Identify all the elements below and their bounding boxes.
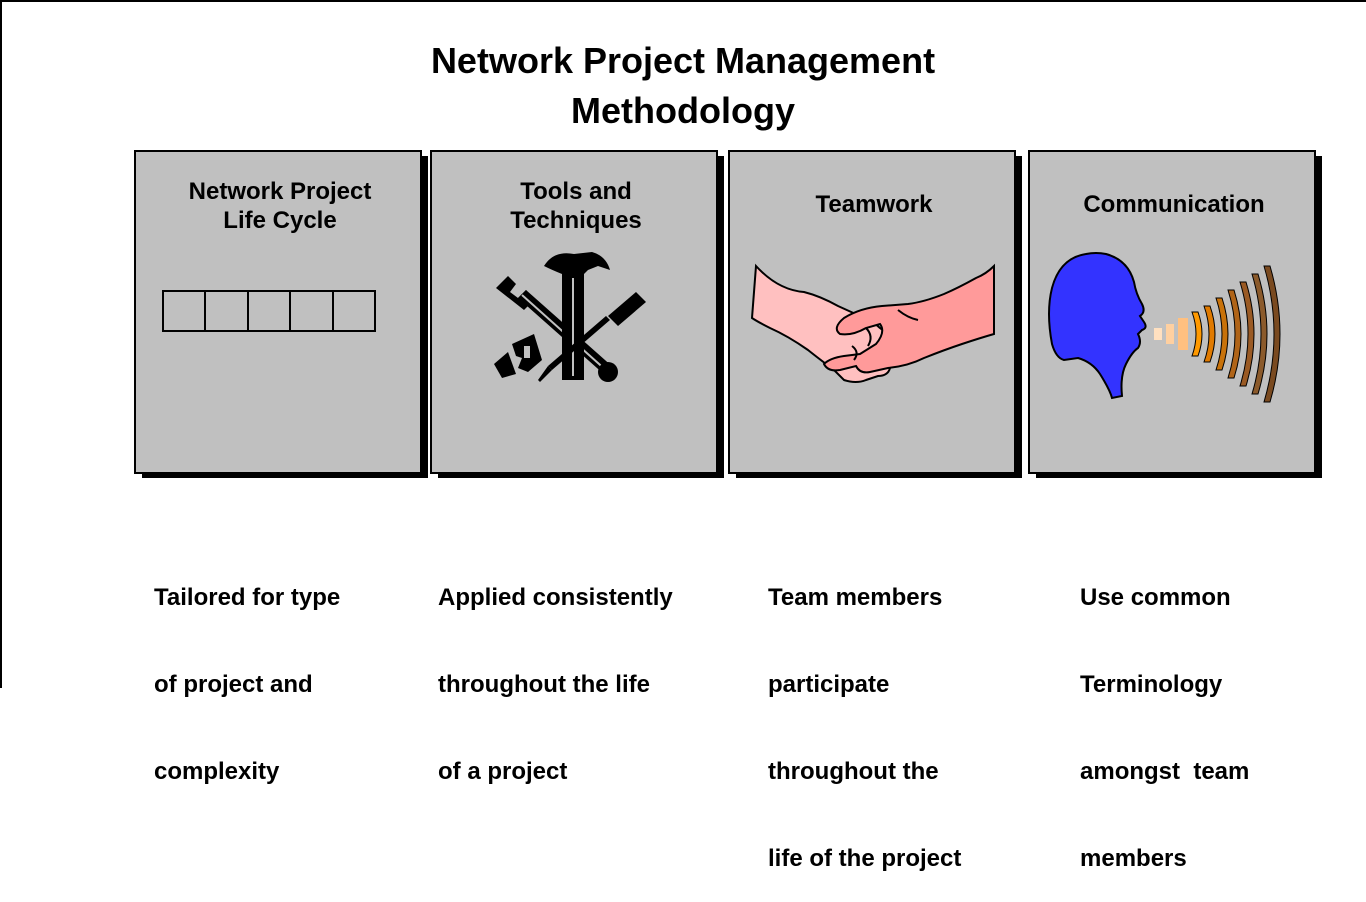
tools-icon	[494, 252, 646, 382]
caption-communication: Use common Terminology amongst team memb…	[1080, 525, 1249, 902]
slide-title: Network Project Management Methodology	[0, 36, 1366, 136]
screwdriver-icon	[538, 292, 646, 382]
card-title-line-1: Tools and	[520, 178, 632, 205]
title-line-1: Network Project Management	[430, 40, 936, 81]
title-line-2: Methodology	[571, 90, 795, 131]
phase-bar-outline	[162, 290, 376, 332]
caption-line: of a project	[438, 758, 568, 785]
card-title: Tools and Techniques	[432, 177, 720, 235]
caption-line: Terminology	[1080, 671, 1223, 698]
handshake-icon	[750, 263, 995, 383]
card-title: Communication	[1030, 190, 1318, 219]
card-title-line-2: Techniques	[510, 207, 642, 234]
sound-waves-icon	[1154, 265, 1281, 403]
slide-frame	[0, 0, 1366, 688]
card-title-line-2: Life Cycle	[223, 207, 337, 234]
caption-line: members	[1080, 845, 1187, 872]
life-cycle-phase-bar	[162, 290, 376, 332]
card-face: Communication	[1028, 150, 1316, 474]
caption-teamwork: Team members participate throughout the …	[768, 525, 961, 902]
head-silhouette	[1048, 252, 1147, 400]
card-title-line-1: Communication	[1083, 191, 1265, 218]
card-communication: Communication	[1028, 150, 1322, 478]
caption-line: of project and	[154, 671, 313, 698]
caption-line: life of the project	[768, 845, 962, 872]
speaking-head-icon	[1048, 252, 1281, 403]
card-title-line-1: Network Project	[188, 178, 372, 205]
right-hand	[822, 263, 995, 374]
card-life-cycle: Network Project Life Cycle	[134, 150, 428, 478]
card-tools-techniques: Tools and Techniques	[430, 150, 724, 478]
caption-life-cycle: Tailored for type of project and complex…	[154, 525, 340, 815]
caption-line: Tailored for type	[154, 584, 341, 611]
card-title: Network Project Life Cycle	[136, 177, 424, 235]
card-title: Teamwork	[730, 190, 1018, 219]
caption-line: Use common	[1080, 584, 1231, 611]
card-teamwork: Teamwork	[728, 150, 1022, 478]
wrench-icon	[496, 276, 618, 382]
caption-tools-techniques: Applied consistently throughout the life…	[438, 525, 673, 815]
caption-line: throughout the	[768, 758, 939, 785]
caption-line: Team members	[768, 584, 943, 611]
caption-line: Applied consistently	[438, 584, 673, 611]
card-face: Network Project Life Cycle	[134, 150, 422, 474]
card-face: Tools and Techniques	[430, 150, 718, 474]
caption-line: amongst team	[1080, 758, 1250, 785]
card-title-line-1: Teamwork	[815, 191, 933, 218]
caption-line: complexity	[154, 758, 280, 785]
caption-line: participate	[768, 671, 890, 698]
card-face: Teamwork	[728, 150, 1016, 474]
clamp-icon	[494, 334, 542, 378]
caption-line: throughout the life	[438, 671, 650, 698]
